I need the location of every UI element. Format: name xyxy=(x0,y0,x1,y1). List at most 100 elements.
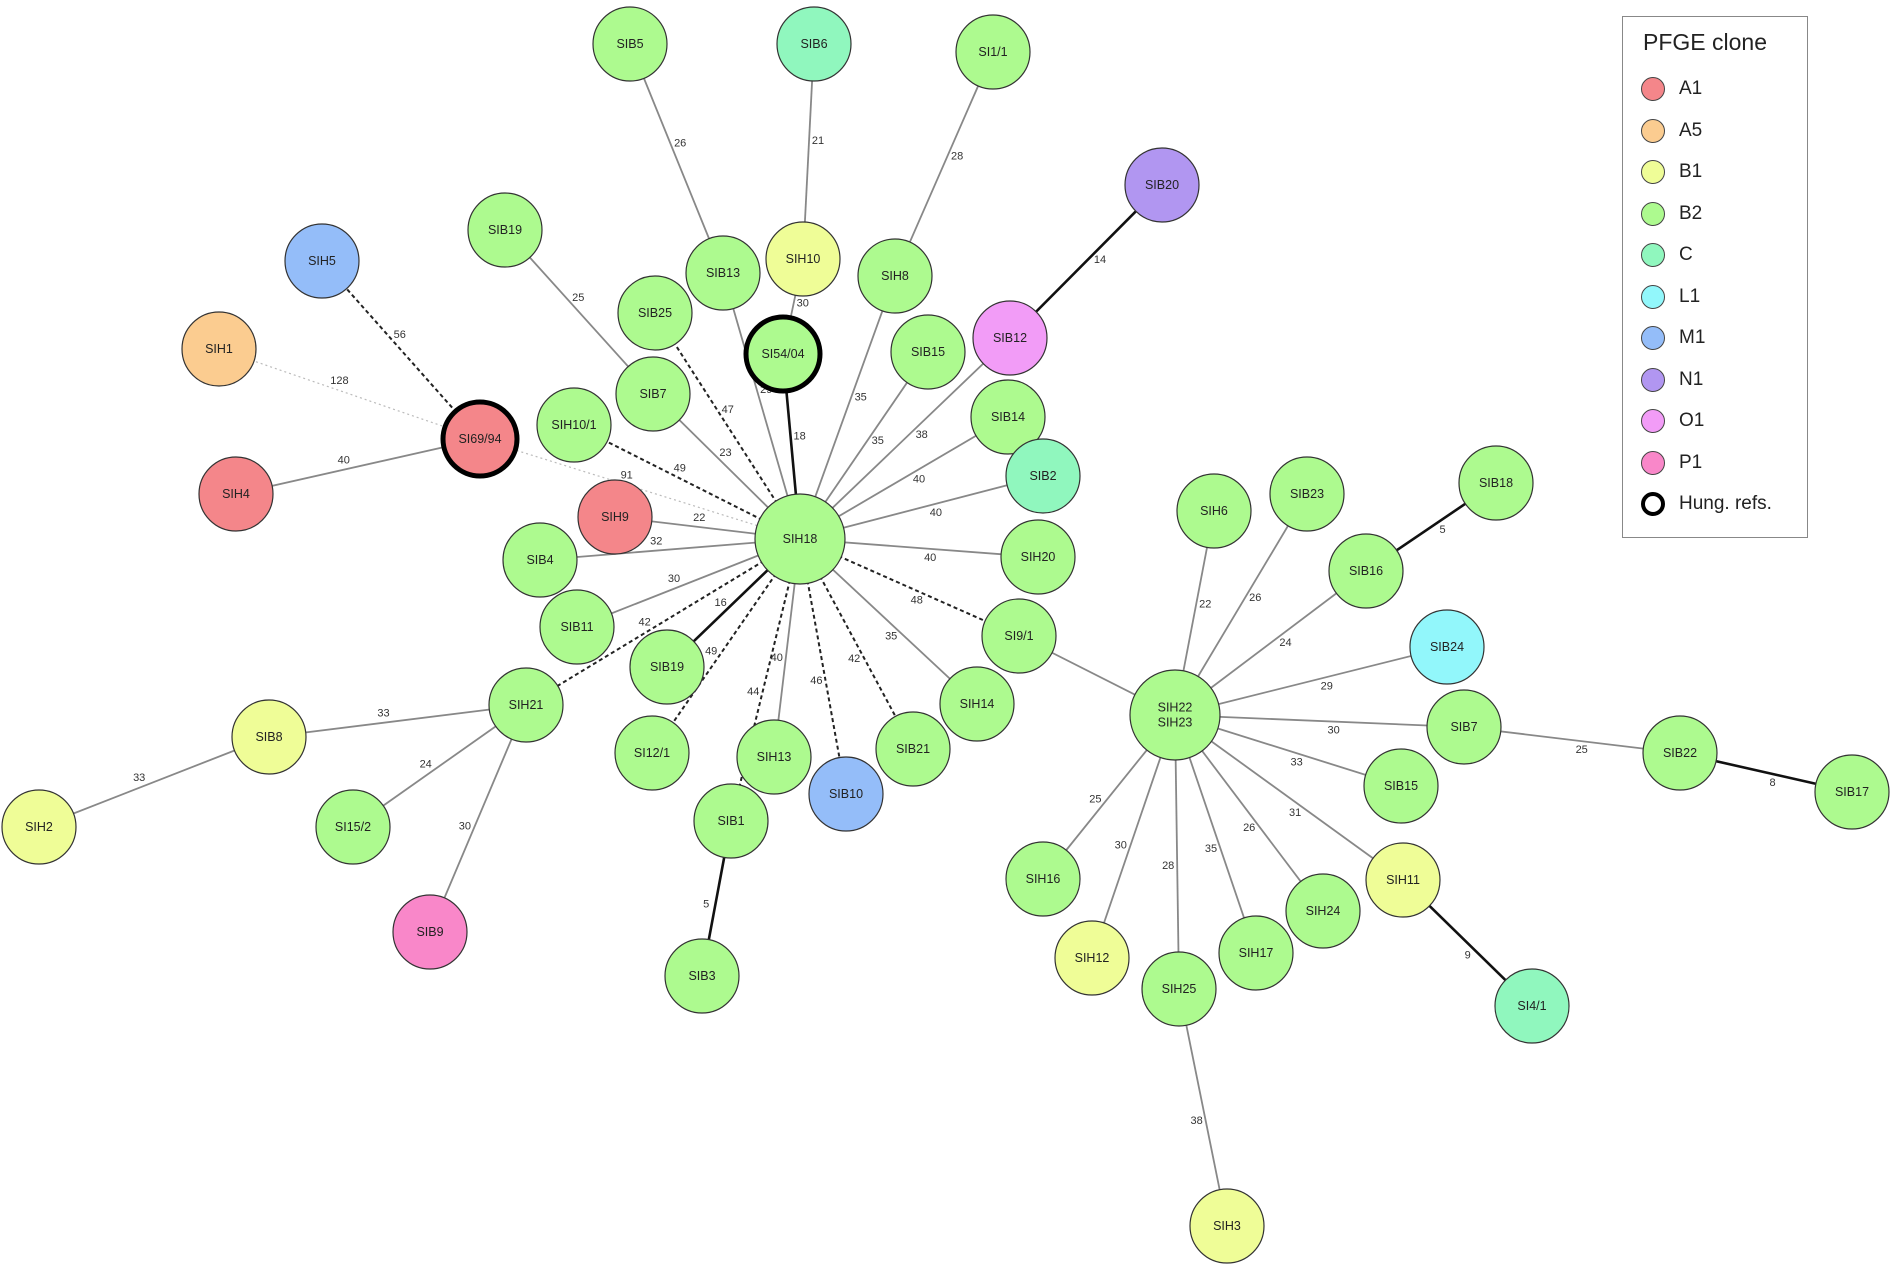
legend-swatch xyxy=(1641,201,1665,226)
node-label: SI4/1 xyxy=(1517,999,1546,1013)
node: SI9/1 xyxy=(981,598,1057,674)
node-label: SIB1 xyxy=(717,814,744,828)
node-circle xyxy=(939,666,1015,742)
node-label: SIB15 xyxy=(911,345,945,359)
node: SIB16 xyxy=(1328,533,1404,609)
legend-swatch xyxy=(1641,284,1665,309)
node-label: SIB10 xyxy=(829,787,863,801)
edge xyxy=(799,538,1020,637)
node: SIB22 xyxy=(1642,715,1718,791)
node-circle xyxy=(1269,456,1345,532)
edge-label: 22 xyxy=(693,512,705,524)
legend-item: B1 xyxy=(1641,157,1702,187)
node-circle xyxy=(1814,754,1890,830)
node-circle xyxy=(1328,533,1404,609)
node: SIH16 xyxy=(1005,841,1081,917)
edge-label: 25 xyxy=(1089,794,1101,806)
node: SIB2 xyxy=(1005,438,1081,514)
node-label: SIH16 xyxy=(1026,872,1061,886)
edge-label: 48 xyxy=(911,595,923,607)
node: SIH6 xyxy=(1176,473,1252,549)
node-circle xyxy=(972,300,1048,376)
node-circle xyxy=(1363,748,1439,824)
edge xyxy=(218,348,481,440)
node-circle xyxy=(1218,915,1294,991)
node-circle xyxy=(1129,669,1221,761)
edge-label: 47 xyxy=(722,404,734,416)
node-label: SI69/94 xyxy=(458,432,501,446)
node-label: SIH10/1 xyxy=(551,418,596,432)
edge-label: 14 xyxy=(1094,254,1106,266)
node-circle xyxy=(1124,147,1200,223)
node-circle xyxy=(1005,438,1081,514)
node-label: SIH8 xyxy=(881,269,909,283)
edge xyxy=(38,736,270,828)
node-circle xyxy=(776,6,852,82)
node-circle xyxy=(1494,968,1570,1044)
node-label: SIH18 xyxy=(783,532,818,546)
node-circle xyxy=(536,387,612,463)
node-label: SIB24 xyxy=(1430,640,1464,654)
node: SI1/1 xyxy=(955,14,1031,90)
edge-label: 40 xyxy=(930,507,942,519)
node-label: SIB20 xyxy=(1145,178,1179,192)
legend-swatch xyxy=(1641,409,1665,433)
node-circle xyxy=(1,789,77,865)
edge-label: 25 xyxy=(572,292,584,304)
node: SIB3 xyxy=(664,938,740,1014)
edge-label: 26 xyxy=(1249,592,1261,604)
node-label: SIH14 xyxy=(960,697,995,711)
edge xyxy=(799,337,1011,540)
edge-label: 26 xyxy=(1243,822,1255,834)
legend-label: B2 xyxy=(1679,202,1703,224)
node-circle xyxy=(231,699,307,775)
node: SIH21 xyxy=(488,667,564,743)
node-label: SIH3 xyxy=(1213,1219,1241,1233)
edge-label: 33 xyxy=(377,708,389,720)
node-circle xyxy=(685,235,761,311)
node-label: SIB2 xyxy=(1029,469,1056,483)
node-label: SIB5 xyxy=(616,37,643,51)
edge-label: 30 xyxy=(668,573,680,585)
node: SIH12 xyxy=(1054,920,1130,996)
node-circle xyxy=(1409,609,1485,685)
node-label: SIB7 xyxy=(639,387,666,401)
node: SIH4 xyxy=(198,456,274,532)
edge-label: 5 xyxy=(703,899,709,911)
node: SIB15 xyxy=(890,314,966,390)
node: SIB12 xyxy=(972,300,1048,376)
node-circle xyxy=(315,789,391,865)
node: SIH18 xyxy=(754,493,846,585)
node-label: SI1/1 xyxy=(978,45,1007,59)
node-circle xyxy=(808,756,884,832)
node: SIH17 xyxy=(1218,915,1294,991)
node-label: SIB3 xyxy=(688,969,715,983)
node: SIH25 xyxy=(1141,951,1217,1027)
node-label: SIB13 xyxy=(706,266,740,280)
edge-label: 35 xyxy=(1205,843,1217,855)
node: SIH14 xyxy=(939,666,1015,742)
edge-label: 21 xyxy=(812,135,824,147)
edge-label: 28 xyxy=(1162,860,1174,872)
node-label: SIB15 xyxy=(1384,779,1418,793)
legend-ref-label: Hung. refs. xyxy=(1679,493,1772,514)
edge-label: 35 xyxy=(855,391,867,403)
node-label: SIB14 xyxy=(991,410,1025,424)
node: SIB8 xyxy=(231,699,307,775)
node: SIH24 xyxy=(1285,873,1361,949)
node: SIH1 xyxy=(181,311,257,387)
node-circle xyxy=(664,938,740,1014)
node-label: SIB11 xyxy=(560,620,593,634)
node: SIB4 xyxy=(502,522,578,598)
edge xyxy=(1174,714,1465,728)
node-label: SIH20 xyxy=(1021,550,1056,564)
edge-label: 31 xyxy=(1289,807,1301,819)
node: SI15/2 xyxy=(315,789,391,865)
node: SIB24 xyxy=(1409,609,1485,685)
node-label: SIB12 xyxy=(993,331,1027,345)
edge xyxy=(629,43,724,274)
legend-swatch xyxy=(1641,367,1665,392)
node-label: SIB16 xyxy=(1349,564,1383,578)
